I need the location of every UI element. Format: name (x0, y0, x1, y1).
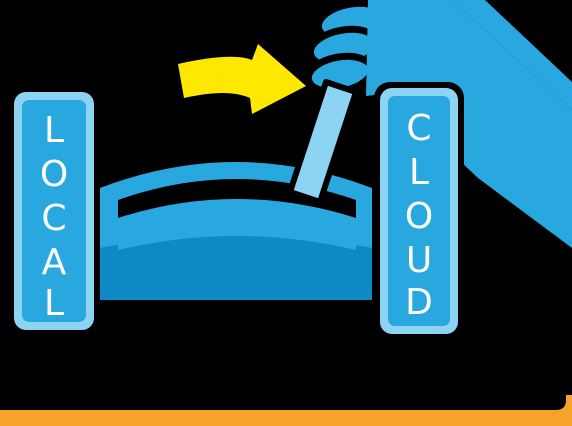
cloud-label-letter: L (409, 152, 429, 193)
cloud-label-letter: D (405, 282, 433, 323)
local-panel: L O C A L (14, 92, 94, 330)
local-label-letter: C (41, 198, 66, 239)
local-label-letter: L (44, 110, 64, 151)
local-label-letter: O (40, 154, 68, 195)
switch-housing-icon (100, 162, 372, 300)
local-label-letter: A (42, 242, 67, 283)
cloud-label-letter: C (406, 108, 431, 149)
cloud-label-letter: O (405, 196, 433, 237)
cloud-panel: C L O U D (374, 82, 464, 340)
local-label-letter: L (44, 283, 64, 324)
cloud-label-letter: U (406, 240, 432, 281)
